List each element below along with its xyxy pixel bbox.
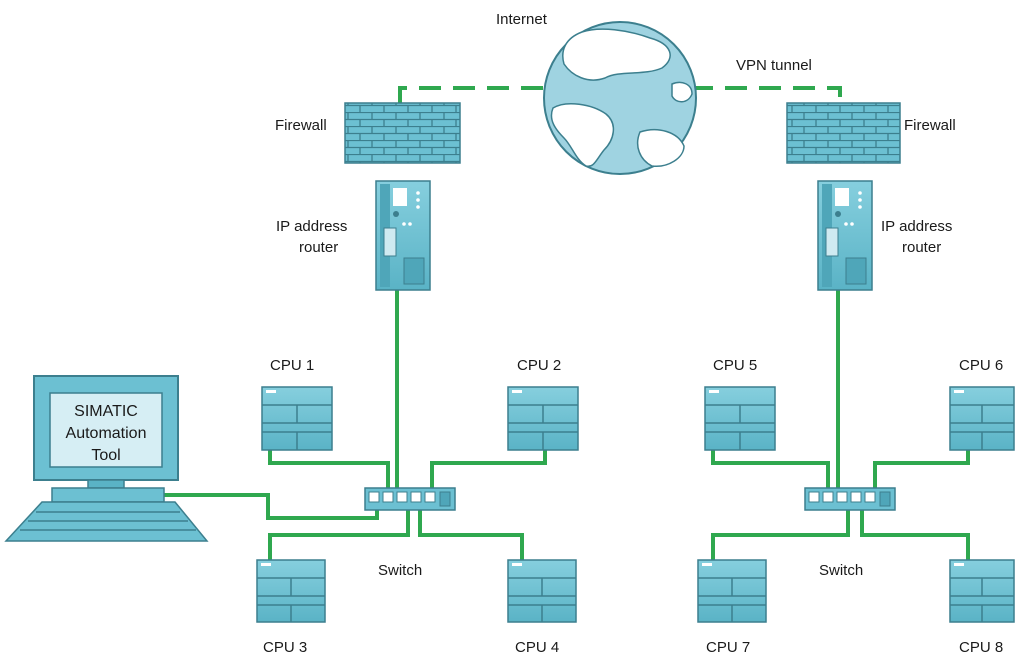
link-cpu1 <box>268 450 390 492</box>
firewall-icon <box>786 102 901 164</box>
cpu-label: CPU 5 <box>713 357 757 374</box>
router-icon <box>817 180 873 291</box>
link-cpu7 <box>711 510 850 560</box>
vpn-tunnel-label: VPN tunnel <box>736 57 812 74</box>
plc-icon <box>949 386 1015 451</box>
link-cpu2 <box>430 450 547 492</box>
firewall-label-left: Firewall <box>275 117 327 134</box>
firewall-icon <box>344 102 461 164</box>
plc-icon <box>949 559 1015 623</box>
link-cpu8 <box>860 510 970 560</box>
link-cpu6 <box>873 450 970 492</box>
link-cpu4 <box>418 510 524 560</box>
plc-icon <box>507 386 579 451</box>
switch-icon <box>364 487 456 511</box>
cpu-label: CPU 1 <box>270 357 314 374</box>
connections <box>163 86 970 560</box>
vpn-tunnel-line <box>398 86 842 103</box>
link-pc-switch <box>163 493 379 520</box>
plc-icon <box>261 386 333 451</box>
pc-screen-label-line1: SIMATIC <box>74 403 138 420</box>
router-label-right-line1: IP address <box>881 218 952 235</box>
router-label-left-line1: IP address <box>276 218 347 235</box>
router-icon <box>375 180 431 291</box>
router-label-left-line2: router <box>299 239 338 256</box>
cpu-label: CPU 4 <box>515 639 559 656</box>
cpu-label: CPU 7 <box>706 639 750 656</box>
link-cpu3 <box>268 510 410 560</box>
internet-label: Internet <box>496 11 548 28</box>
switch-label-right: Switch <box>819 562 863 579</box>
router-label-right-line2: router <box>902 239 941 256</box>
link-cpu5 <box>711 450 830 492</box>
plc-icon <box>507 559 577 623</box>
cpu-label: CPU 3 <box>263 639 307 656</box>
cpu-label: CPU 6 <box>959 357 1003 374</box>
computer-icon <box>4 375 209 542</box>
switch-icon <box>804 487 896 511</box>
pc-screen-label-line2: Automation <box>66 425 147 442</box>
plc-icon <box>256 559 326 623</box>
pc-screen-label-line3: Tool <box>91 447 120 464</box>
firewall-label-right: Firewall <box>904 117 956 134</box>
cpu-label: CPU 8 <box>959 639 1003 656</box>
plc-icon <box>697 559 767 623</box>
cpu-label: CPU 2 <box>517 357 561 374</box>
globe-icon <box>543 21 697 175</box>
plc-icon <box>704 386 776 451</box>
switch-label-left: Switch <box>378 562 422 579</box>
